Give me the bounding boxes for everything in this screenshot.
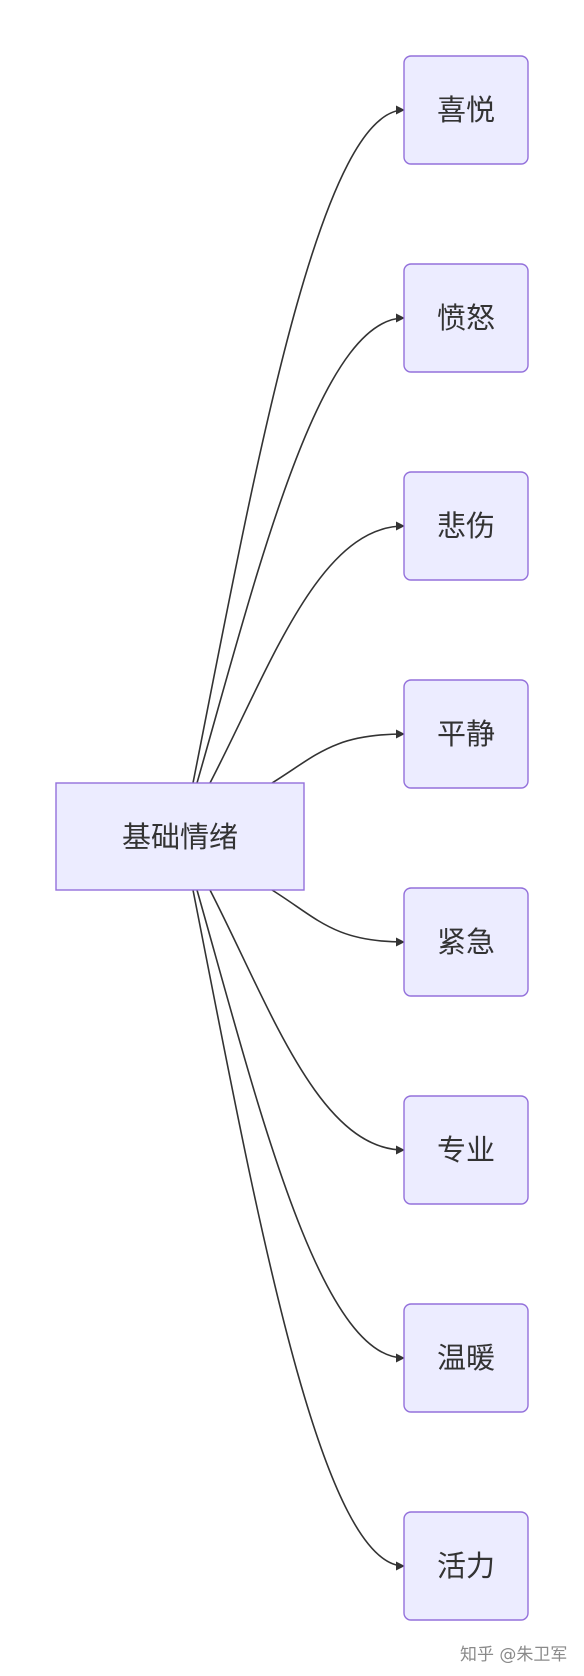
edge-arrow [271,729,405,784]
edge-arrow [209,889,405,1155]
child-node-box [403,1511,529,1621]
child-node-label: 活力 [437,1549,495,1583]
child-node: 温暖 [403,1303,529,1413]
child-node: 平静 [403,679,529,789]
edge-arrow [271,889,405,947]
child-node-label: 平静 [437,717,495,751]
child-node-box [403,887,529,997]
child-node: 愤怒 [403,263,529,373]
edges-group [192,105,405,1571]
edge-arrow [196,313,405,784]
root-node-box [55,782,305,891]
child-node: 喜悦 [403,55,529,165]
child-node-label: 喜悦 [437,93,495,127]
child-node: 紧急 [403,887,529,997]
child-node-label: 温暖 [437,1341,495,1375]
watermark: 知乎 @朱卫军 [460,1645,568,1665]
child-node-box [403,1095,529,1205]
child-node-box [403,1303,529,1413]
root-node-label: 基础情绪 [122,820,238,854]
child-node: 专业 [403,1095,529,1205]
root-node: 基础情绪 [55,782,305,891]
child-node-label: 愤怒 [437,301,495,335]
child-node-label: 专业 [437,1133,495,1167]
child-node-box [403,679,529,789]
child-node-box [403,263,529,373]
edge-arrow [192,889,405,1571]
child-node-label: 悲伤 [437,509,495,543]
child-node: 悲伤 [403,471,529,581]
child-node: 活力 [403,1511,529,1621]
edge-arrow [196,889,405,1363]
child-node-box [403,471,529,581]
edge-arrow [192,105,405,784]
child-node-box [403,55,529,165]
child-node-label: 紧急 [437,925,495,959]
edge-arrow [209,521,405,784]
